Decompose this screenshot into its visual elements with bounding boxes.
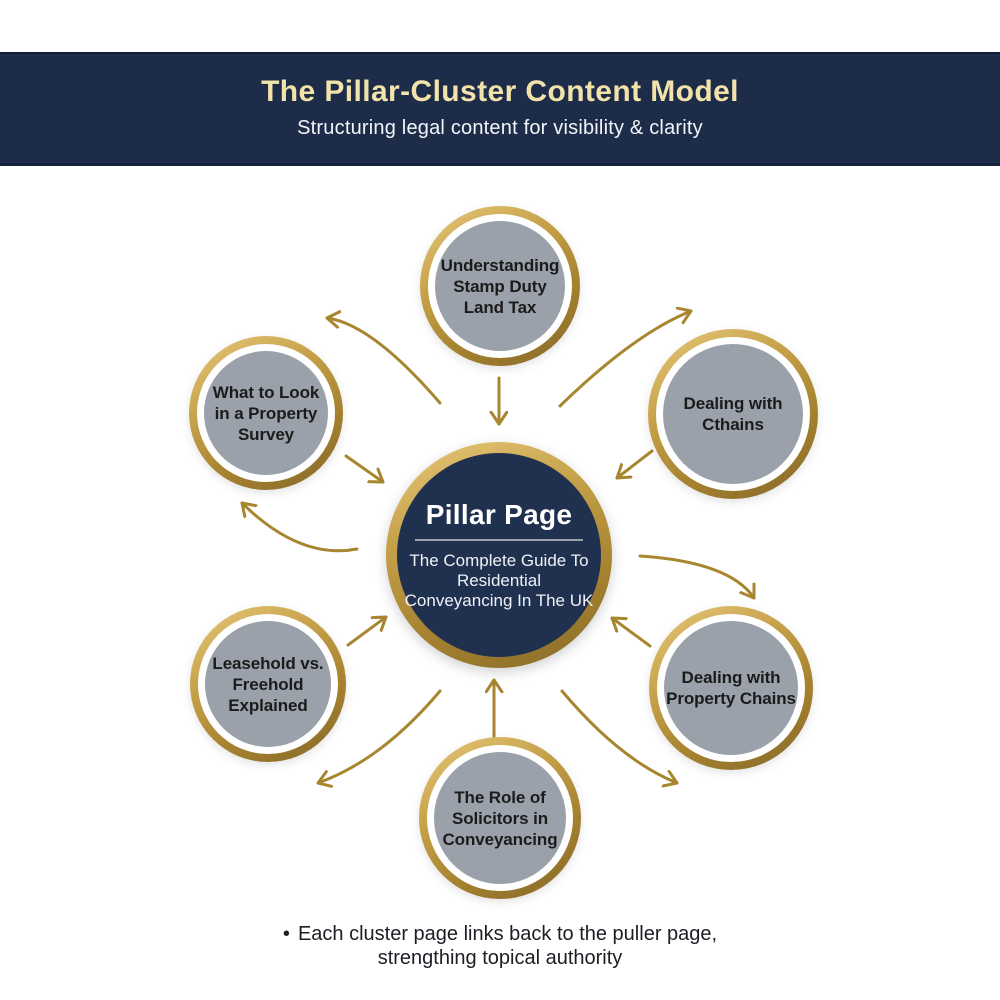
pillar-subtitle: The Complete Guide To Residential Convey… [405,551,594,611]
cluster-label-line: Solicitors in [452,808,548,828]
cluster-label: Dealing with Cthains [684,393,783,435]
cluster-property-survey: What to Look in a Property Survey [189,336,343,490]
cluster-label-line: Survey [237,424,295,444]
cluster-label-line: The Role of [454,787,546,807]
arrow-out-upper-right-icon [558,311,693,408]
cluster-label-line: Dealing with [683,394,783,413]
page-subtitle: Structuring legal content for visibility… [297,117,703,139]
pillar-subtitle-line: Conveyancing In The UK [404,591,594,610]
header-banner: The Pillar-Cluster Content Model Structu… [0,52,1000,166]
cluster-ring: Dealing with Property Chains [657,614,805,762]
cluster-label-line: Leasehold vs. [212,653,324,673]
footer-text-1: Each cluster page links back to the pull… [297,923,718,945]
pillar-title: Pillar Page [425,499,573,530]
page-title: The Pillar-Cluster Content Model [261,75,739,108]
pillar-fill: Pillar Page The Complete Guide To Reside… [397,453,601,657]
bullet-icon: • [282,923,290,945]
footer-note: • Each cluster page links back to the pul… [0,922,1000,970]
arrow-pillar-to-bottomright-icon [638,554,756,600]
cluster-label-line: Dealing with [681,668,781,687]
footer-line-1: • Each cluster page links back to the pul… [0,922,1000,946]
cluster-label: Dealing with Property Chains [666,667,796,709]
arrow-out-lower-left-icon [316,689,442,783]
cluster-label-line: What to Look [212,382,320,402]
arrow-out-upper-left-icon [325,318,442,405]
cluster-stamp-duty: Understanding Stamp Duty Land Tax [420,206,580,366]
arrow-pillar-to-topleft-icon [240,501,359,553]
cluster-fill: Dealing with Property Chains [664,621,798,755]
arrow-out-lower-right-icon [560,689,679,783]
cluster-fill: Dealing with Cthains [663,344,803,484]
cluster-ring: What to Look in a Property Survey [197,344,335,482]
cluster-fill: The Role of Solicitors in Conveyancing [434,752,566,884]
cluster-label: Leasehold vs. Freehold Explained [212,653,323,716]
cluster-ring: Leasehold vs. Freehold Explained [198,614,338,754]
cluster-label-line: Land Tax [463,297,537,317]
cluster-label-line: Cthains [702,415,764,434]
cluster-label: The Role of Solicitors in Conveyancing [443,787,558,850]
pillar-subtitle-line: Residential [456,571,542,590]
cluster-dealing-with-chains: Dealing with Cthains [648,329,818,499]
cluster-property-chains: Dealing with Property Chains [649,606,813,770]
footer-line-2: strengthing topical authority [377,947,623,969]
cluster-label-line: Property Chains [666,689,796,708]
cluster-role-of-solicitors: The Role of Solicitors in Conveyancing [419,737,581,899]
arrow-topleft-to-pillar-icon [344,454,385,484]
arrow-topright-to-pillar-icon [615,449,654,480]
cluster-ring: Understanding Stamp Duty Land Tax [428,214,572,358]
cluster-label: What to Look in a Property Survey [212,382,320,445]
pillar-divider [415,539,583,541]
cluster-label-line: Explained [228,695,308,715]
arrow-bottomleft-to-pillar-icon [346,615,388,647]
cluster-fill: What to Look in a Property Survey [204,351,328,475]
cluster-label-line: Conveyancing [442,829,558,849]
cluster-label-line: Stamp Duty [453,276,547,296]
cluster-ring: The Role of Solicitors in Conveyancing [427,745,573,891]
cluster-label-line: Freehold [232,674,304,694]
cluster-label-line: Understanding [440,255,560,275]
cluster-leasehold-freehold: Leasehold vs. Freehold Explained [190,606,346,762]
cluster-fill: Understanding Stamp Duty Land Tax [435,221,565,351]
arrow-bottomright-to-pillar-icon [610,616,652,648]
cluster-ring: Dealing with Cthains [656,337,810,491]
pillar-subtitle-line: The Complete Guide To [409,551,589,570]
cluster-label: Understanding Stamp Duty Land Tax [441,255,560,318]
cluster-fill: Leasehold vs. Freehold Explained [205,621,331,747]
cluster-label-line: in a Property [214,403,318,423]
pillar-page-node: Pillar Page The Complete Guide To Reside… [386,442,612,668]
